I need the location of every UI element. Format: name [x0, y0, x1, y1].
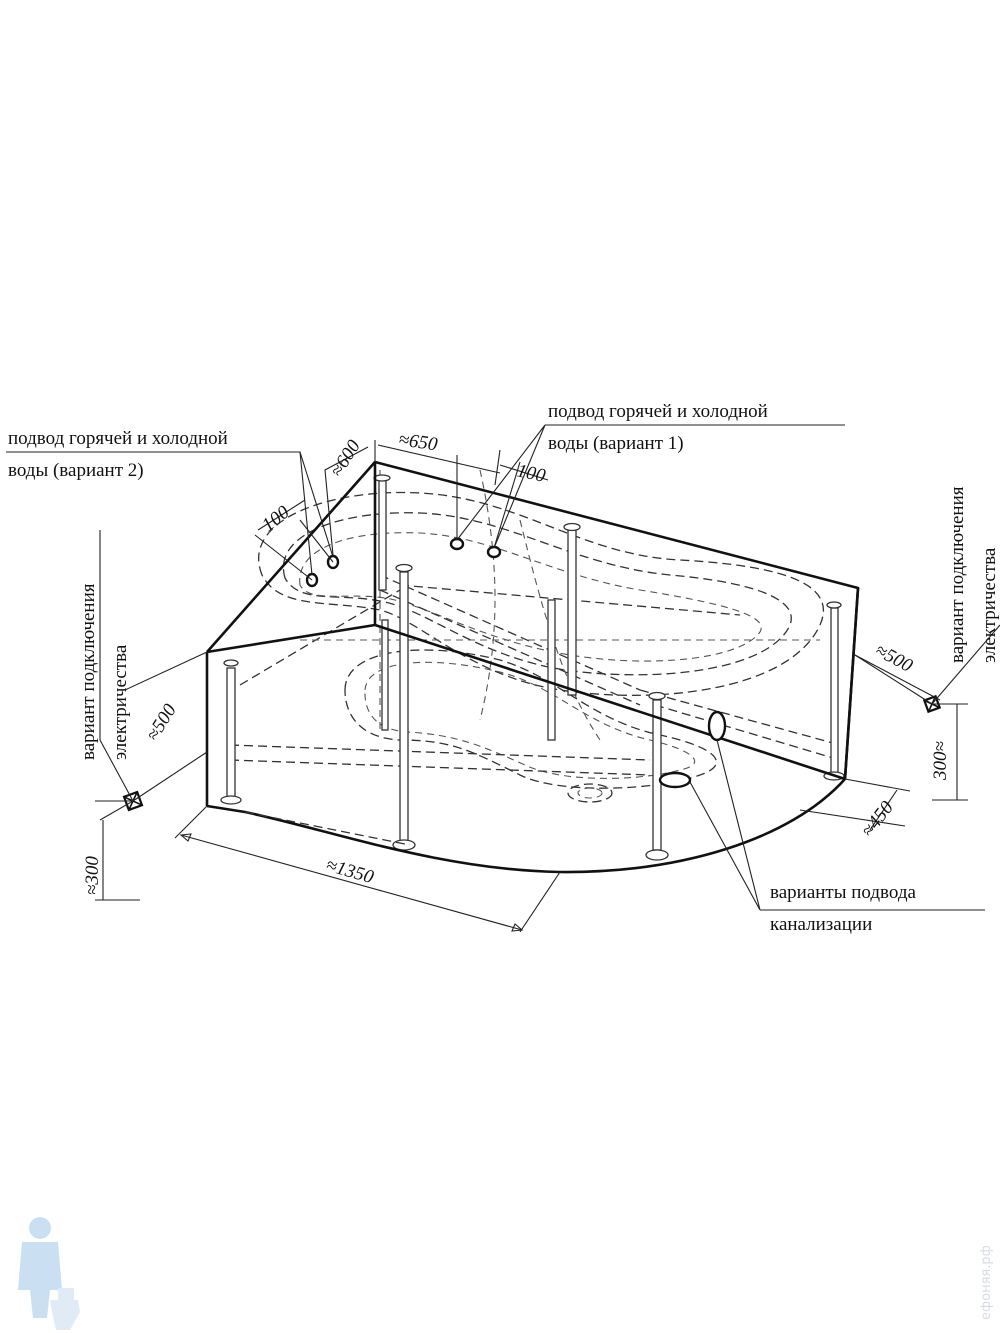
water-inlet-v1-a — [449, 537, 465, 551]
sewer-outlet-a — [707, 710, 727, 742]
outer-box — [205, 460, 860, 874]
water-v1-label-2: воды (вариант 1) — [548, 433, 684, 454]
water-v2-label-2: воды (вариант 2) — [8, 460, 144, 481]
water-inlet-v1-b — [486, 545, 502, 559]
electric-right-label-2: электричества — [979, 547, 1000, 663]
connection-points — [305, 537, 727, 789]
dim-450: ≈450 — [857, 797, 898, 841]
dim-650: ≈650 — [397, 429, 439, 455]
electric-right-label-1: вариант подключения — [947, 486, 968, 663]
sewer-label-2: канализации — [770, 914, 872, 935]
electric-left-label-2: электричества — [110, 644, 131, 760]
sewer-outlet-b — [658, 771, 692, 789]
dim-1350: ≈1350 — [324, 855, 377, 889]
support-legs — [220, 474, 845, 861]
dim-300-right: 300≈ — [930, 741, 951, 782]
water-v2-label-1: подвод горячей и холодной — [8, 428, 228, 449]
dim-500-right: ≈500 — [872, 640, 917, 677]
electric-left-label-1: вариант подключения — [78, 583, 99, 760]
dim-100-right: 100 — [515, 460, 548, 487]
dim-100-left: 100 — [258, 502, 294, 536]
sewer-label-1: варианты подвода — [770, 882, 916, 903]
dim-300-left: ≈300 — [82, 856, 103, 895]
water-v1-label-1: подвод горячей и холодной — [548, 401, 768, 422]
watermark-text: ефоняя.рф — [979, 1245, 994, 1320]
dimension-lines — [6, 424, 1000, 933]
dim-600: ≈600 — [326, 436, 365, 481]
dim-500-left: ≈500 — [142, 700, 181, 745]
plumber-mascot-logo — [18, 1217, 80, 1330]
